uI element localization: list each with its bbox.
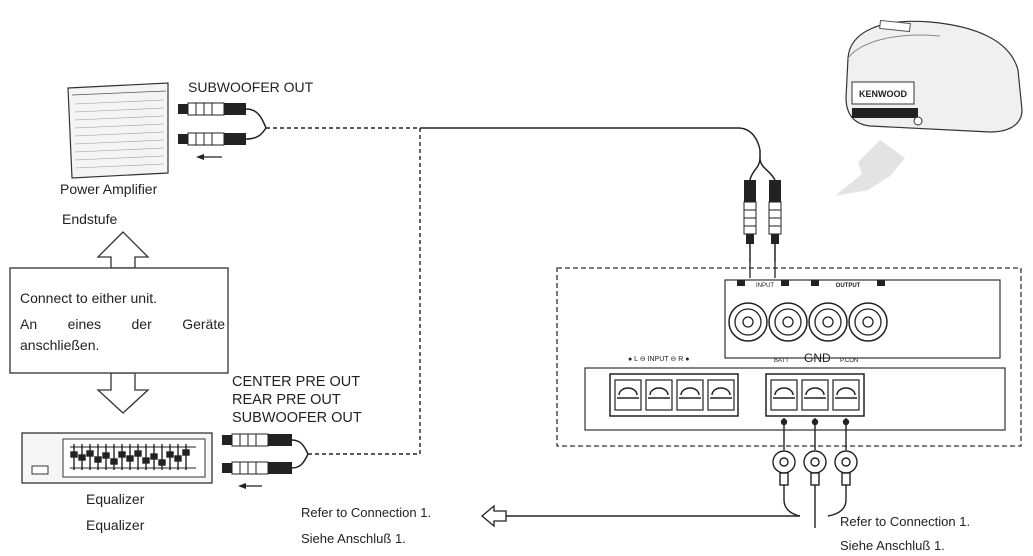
ring-terminals xyxy=(506,418,858,528)
svg-text:● L ⊖ INPUT ⊖ R ●: ● L ⊖ INPUT ⊖ R ● xyxy=(628,356,689,363)
refer-left-de: Siehe Anschluß 1. xyxy=(301,531,406,546)
refer-left-en: Refer to Connection 1. xyxy=(301,505,432,520)
power-amp-rca-plugs xyxy=(178,102,267,160)
equalizer-name-de: Equalizer xyxy=(86,517,145,533)
equalizer-output-2: REAR PRE OUT xyxy=(232,392,341,408)
panel-output-label: OUTPUT xyxy=(836,283,861,289)
equalizer-sliders xyxy=(70,444,196,470)
power-amp-name-de: Endstufe xyxy=(62,211,118,227)
connect-box xyxy=(9,267,229,374)
equalizer-unit xyxy=(21,432,213,484)
refer-right-de: Siehe Anschluß 1. xyxy=(840,538,945,553)
subwoofer-unit: KENWOOD xyxy=(845,19,1023,133)
refer-arrow-icon xyxy=(480,504,507,528)
equalizer-rca-plugs xyxy=(222,433,309,489)
power-amplifier-unit xyxy=(67,82,169,179)
equalizer-output-1: CENTER PRE OUT xyxy=(232,374,361,390)
rca-jack-panel: INPUT OUTPUT xyxy=(724,279,1001,359)
panel-gnd-label: GND xyxy=(804,351,831,365)
panel-input-label: INPUT xyxy=(756,283,774,289)
subwoofer-brand-text: KENWOOD xyxy=(859,89,907,99)
subwoofer-panel xyxy=(556,267,1022,447)
signal-cables xyxy=(266,127,761,455)
connect-box-text-de: An eines der Geräte anschließen. xyxy=(20,316,225,353)
power-amp-name-en: Power Amplifier xyxy=(60,181,158,197)
terminal-block: ● L ⊖ INPUT ⊖ R ● BATT GND P.CON xyxy=(584,351,1006,431)
equalizer-output-3: SUBWOOFER OUT xyxy=(232,410,362,426)
svg-text:BATT: BATT xyxy=(774,358,789,364)
equalizer-name-en: Equalizer xyxy=(86,491,145,507)
refer-right-en: Refer to Connection 1. xyxy=(840,514,971,529)
connect-box-text-en: Connect to either unit. xyxy=(20,290,157,306)
subwoofer-pointer-arrow-icon xyxy=(835,140,905,196)
power-amp-subwoofer-out-label: SUBWOOFER OUT xyxy=(188,79,314,95)
subwoofer-rca-plugs xyxy=(743,150,782,262)
svg-text:P.CON: P.CON xyxy=(840,358,858,364)
